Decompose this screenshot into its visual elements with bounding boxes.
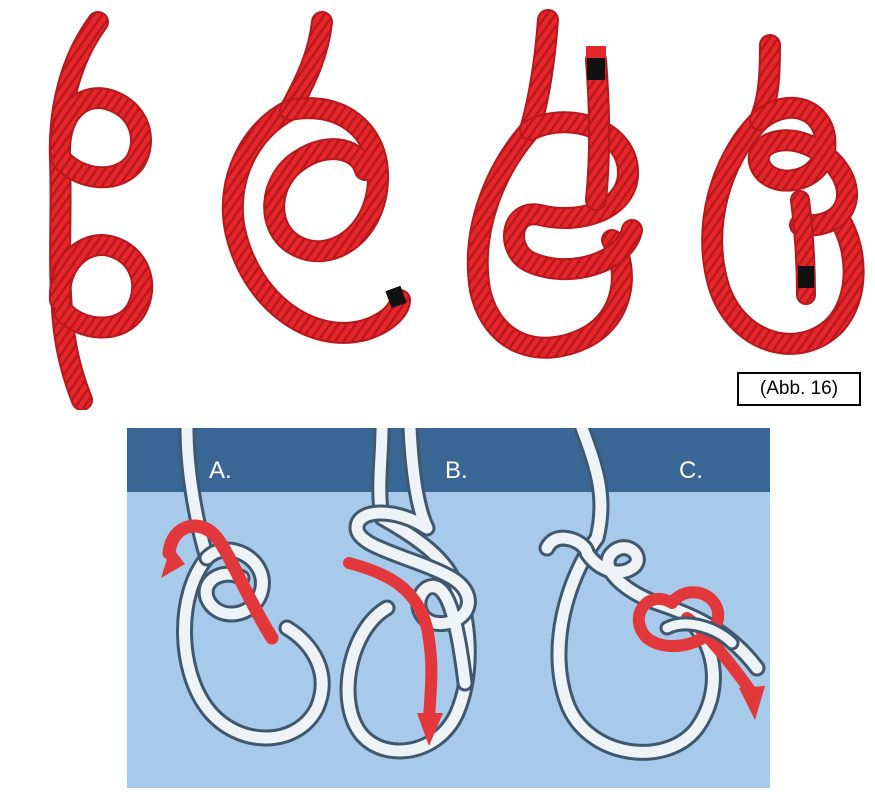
- step-label-a: A.: [209, 457, 232, 484]
- bowline-steps-illustration: A. B. C.: [127, 428, 770, 788]
- rope-stage-1: [60, 22, 142, 400]
- rope-knot-photo-sequence: [0, 0, 875, 410]
- rope-end-tape: [798, 266, 814, 288]
- step-label-c: C.: [679, 457, 703, 484]
- step-label-b: B.: [445, 457, 468, 484]
- rope-stage-3: [478, 20, 632, 348]
- rope-stage-4: [712, 45, 853, 344]
- rope-stage-2: [233, 22, 407, 333]
- figure-caption: (Abb. 16): [737, 372, 861, 406]
- rope-end-tape: [587, 58, 605, 80]
